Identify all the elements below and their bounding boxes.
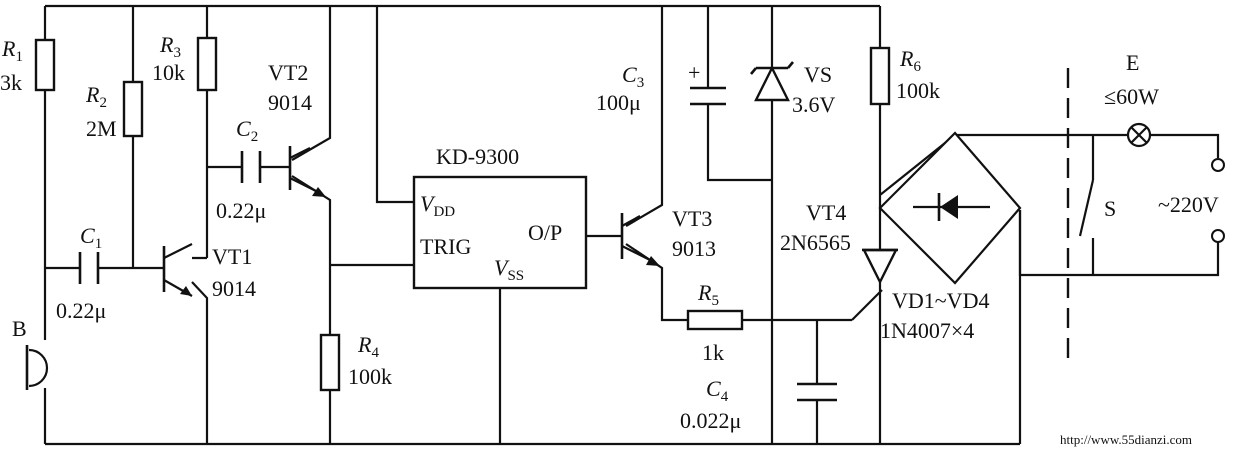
label-vt3: VT3: [672, 206, 712, 231]
label-c2: C2: [236, 116, 258, 145]
model-vt2: 9014: [268, 90, 312, 115]
label-b: B: [12, 316, 27, 341]
resistor-r6: [869, 46, 891, 106]
label-bridge: VD1~VD4: [892, 288, 989, 313]
value-c2: 0.22μ: [216, 198, 266, 223]
wiring: [43, 4, 1220, 446]
value-r3: 10k: [152, 60, 185, 85]
label-r3: R3: [159, 32, 181, 61]
mains-terminals: [1211, 158, 1225, 243]
ic-pin-vdd: VDD: [420, 191, 455, 220]
bridge-rectifier: [878, 131, 1022, 285]
ic-pin-vss: VSS: [494, 255, 524, 284]
value-c1: 0.22μ: [56, 298, 106, 323]
resistor-r4: [319, 333, 341, 392]
microphone-b: [25, 305, 49, 395]
model-vt3: 9013: [672, 236, 716, 261]
value-c3: 100μ: [596, 90, 641, 115]
capacitor-c4: [797, 382, 837, 402]
label-c3: C3: [622, 62, 644, 91]
label-mains: ~220V: [1158, 192, 1219, 217]
value-r5: 1k: [702, 340, 724, 365]
label-r4: R4: [357, 332, 379, 361]
label-r6: R6: [899, 46, 921, 75]
transistor-vt3: [620, 213, 660, 266]
label-c4: C4: [706, 376, 729, 405]
switch-s: [1078, 179, 1095, 237]
label-r5: R5: [697, 280, 719, 309]
watermark: http://www.55dianzi.com: [1060, 432, 1192, 447]
label-r1: R1: [1, 36, 23, 65]
model-bridge: 1N4007×4: [880, 318, 974, 343]
value-vs: 3.6V: [792, 92, 836, 117]
label-c1: C1: [80, 223, 102, 252]
capacitor-c2: [240, 151, 262, 183]
value-r1: 3k: [0, 70, 22, 95]
capacitor-c3: [690, 86, 726, 106]
capacitor-c1: [78, 252, 100, 284]
value-r2: 2M: [86, 116, 117, 141]
resistor-r3: [196, 36, 218, 92]
thyristor-vt4: [862, 248, 898, 285]
value-c4: 0.022μ: [680, 408, 741, 433]
label-s: S: [1104, 196, 1116, 221]
value-e: ≤60W: [1104, 84, 1159, 109]
value-r6: 100k: [896, 78, 940, 103]
model-vt1: 9014: [212, 276, 256, 301]
polarity-c3: +: [688, 60, 700, 85]
resistor-r1: [34, 38, 56, 92]
label-vt4: VT4: [806, 200, 846, 225]
resistor-r2: [122, 80, 144, 138]
model-vt4: 2N6565: [780, 230, 851, 255]
resistor-r5: [686, 309, 744, 331]
ic-title: KD-9300: [436, 144, 519, 169]
label-e: E: [1126, 50, 1139, 75]
label-vt2: VT2: [268, 60, 308, 85]
label-vs: VS: [804, 62, 832, 87]
ic-pin-op: O/P: [528, 220, 562, 245]
transistor-vt2: [288, 146, 326, 197]
zener-diode-vs: [750, 61, 794, 102]
ic-kd9300: [412, 175, 588, 290]
label-vt1: VT1: [212, 244, 252, 269]
value-r4: 100k: [348, 364, 392, 389]
transistor-vt1: [162, 243, 193, 297]
ic-pin-trig: TRIG: [420, 234, 471, 259]
lamp-e: [1126, 122, 1152, 148]
label-r2: R2: [85, 82, 107, 111]
